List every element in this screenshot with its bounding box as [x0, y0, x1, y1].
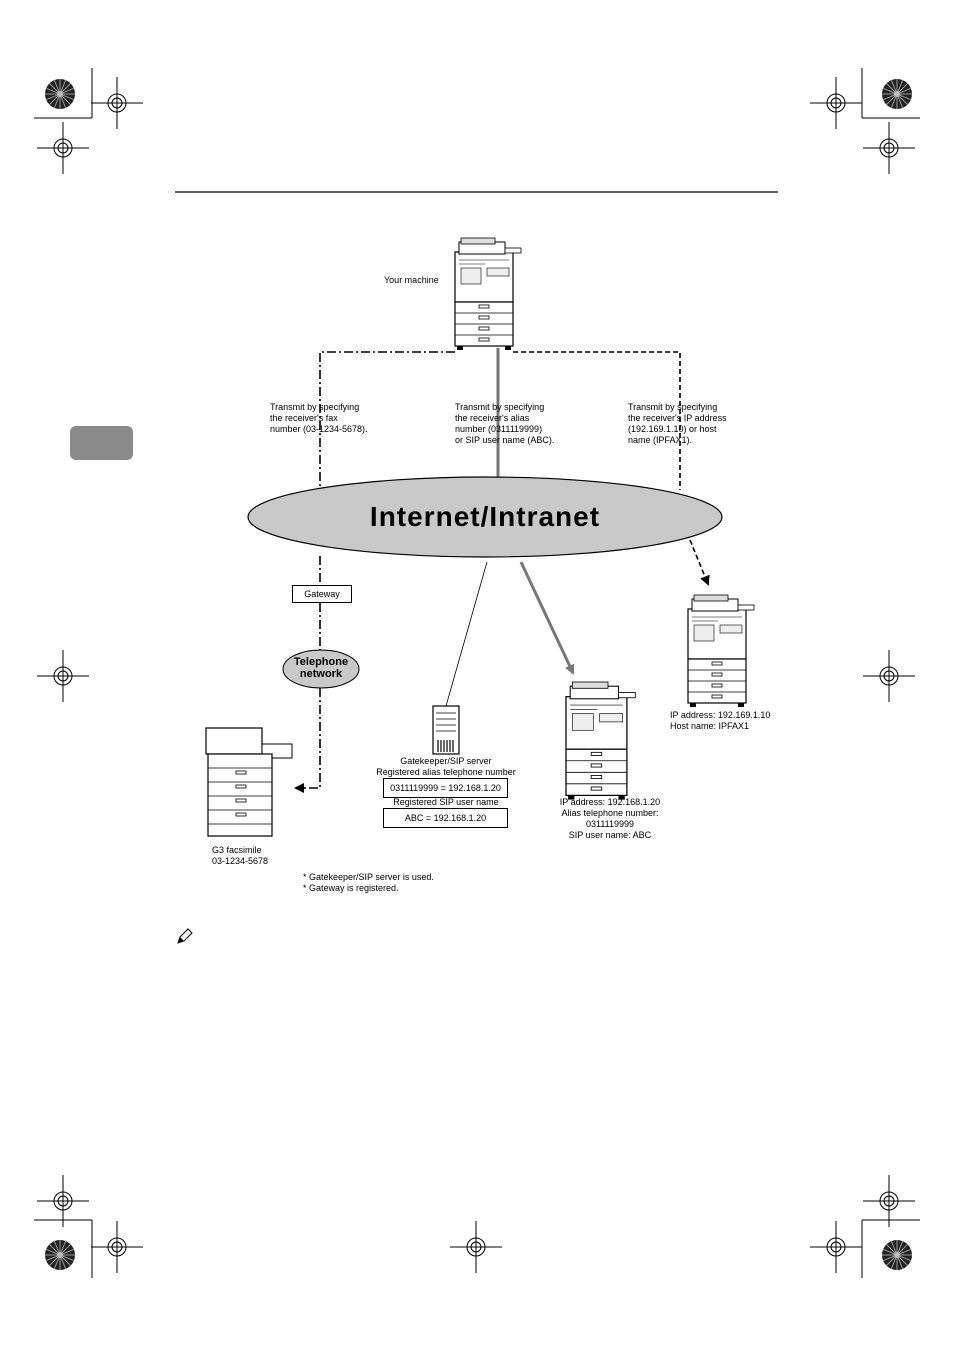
internet-ellipse — [247, 476, 723, 558]
printer-icon — [565, 681, 636, 801]
registration-mark-icon — [862, 1174, 916, 1228]
alias-entry-box: 0311119999 = 192.168.1.20 — [383, 778, 508, 798]
fax-delivery-line — [294, 688, 321, 793]
alias-delivery-line — [519, 561, 575, 675]
registration-mark-icon — [809, 1220, 863, 1274]
machine-right-label: IP address: 192.169.1.10 Host name: IPFA… — [670, 710, 771, 731]
ip-path-line — [513, 351, 681, 490]
color-wheel-icon — [881, 78, 913, 110]
printer-icon — [454, 237, 522, 351]
printer-icon — [205, 727, 293, 837]
registration-mark-icon — [449, 1220, 503, 1274]
alias-path-description: Transmit by specifying the receiver's al… — [455, 402, 555, 445]
color-wheel-icon — [44, 78, 76, 110]
network-label: Internet/Intranet — [369, 501, 601, 532]
g3-fax-label: G3 facsimile 03-1234-5678 — [212, 845, 269, 866]
server-link-line — [445, 561, 488, 707]
registration-mark-icon — [36, 121, 90, 175]
sip-heading: Registered SIP user name — [393, 797, 499, 807]
registration-mark-icon — [862, 121, 916, 175]
printer-icon — [687, 594, 755, 708]
fax-path-line — [319, 351, 455, 488]
server-title: Gatekeeper/SIP server Registered alias t… — [376, 756, 516, 777]
telephone-network-label: Telephone network — [293, 656, 349, 680]
registration-mark-icon — [90, 1220, 144, 1274]
gateway-box: Gateway — [292, 585, 352, 603]
ip-delivery-line — [689, 539, 710, 586]
sip-entry-box: ABC = 192.168.1.20 — [383, 808, 508, 828]
registration-mark-icon — [90, 76, 144, 130]
chapter-tab — [70, 426, 133, 460]
server-icon — [432, 705, 460, 755]
color-wheel-icon — [881, 1239, 913, 1271]
registration-mark-icon — [809, 76, 863, 130]
your-machine-label: Your machine — [384, 275, 439, 285]
ip-path-description: Transmit by specifying the receiver's IP… — [628, 402, 727, 445]
machine-center-label: IP address: 192.168.1.20 Alias telephone… — [559, 797, 661, 840]
note-pencil-icon — [177, 928, 193, 944]
registration-mark-icon — [36, 649, 90, 703]
registration-mark-icon — [862, 649, 916, 703]
registration-mark-icon — [36, 1174, 90, 1228]
fax-path-description: Transmit by specifying the receiver's fa… — [270, 402, 368, 434]
telephone-network-ellipse — [282, 649, 360, 689]
footnotes: * Gatekeeper/SIP server is used. * Gatew… — [303, 872, 434, 893]
color-wheel-icon — [44, 1239, 76, 1271]
